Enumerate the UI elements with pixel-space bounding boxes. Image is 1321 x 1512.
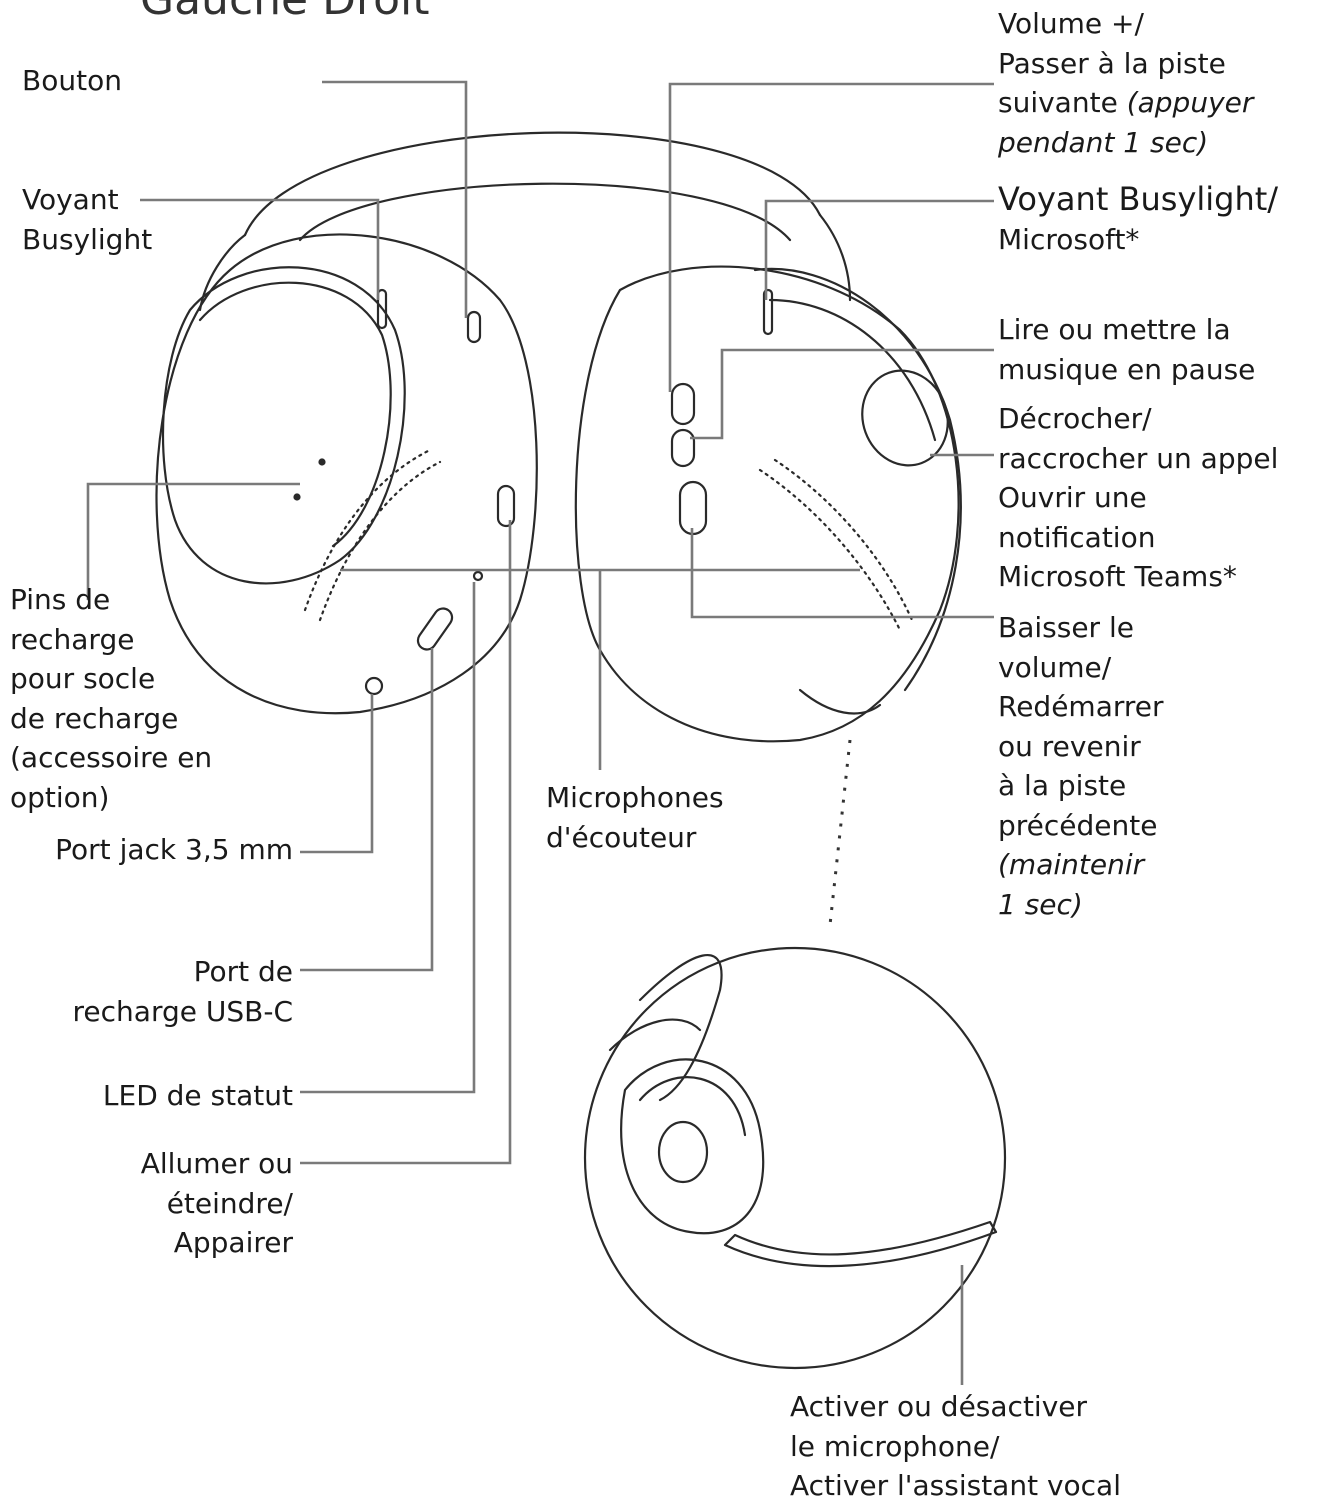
- label-line: Port jack 3,5 mm: [55, 833, 293, 866]
- label-line: 1 sec): [998, 887, 1083, 921]
- right-busylight: [762, 288, 774, 336]
- leader-power: [300, 520, 512, 1165]
- label-italic: (appuyer: [1126, 86, 1254, 119]
- boom-detail-circle: [583, 946, 1007, 1370]
- inset-connector: [828, 739, 852, 926]
- label-line: éteindre/: [166, 1186, 293, 1220]
- label-line: Passer à la piste: [998, 46, 1226, 80]
- leader-volume-plus: [668, 82, 994, 392]
- label-text: suivante: [998, 86, 1127, 119]
- label-line: (maintenir: [998, 848, 1145, 881]
- diagram-title: Gauche Droit: [140, 0, 429, 22]
- label-line: Volume +/: [998, 7, 1144, 40]
- label-volume-plus: Volume +/ Passer à la piste suivante (ap…: [998, 4, 1253, 162]
- label-line: Pins de: [10, 583, 111, 616]
- label-line: de recharge: [10, 701, 179, 735]
- label-line: (accessoire en: [10, 741, 213, 774]
- label-line: suivante (appuyer: [998, 83, 1253, 123]
- label-line: à la piste: [998, 769, 1127, 802]
- jack-port: [364, 676, 384, 696]
- label-baisser-volume: Baisser le volume/ Redémarrer ou revenir…: [998, 608, 1164, 924]
- label-line: Bouton: [22, 64, 122, 97]
- label-port-jack: Port jack 3,5 mm: [55, 830, 293, 870]
- leader-bouton: [322, 80, 468, 318]
- label-line: notification: [998, 520, 1156, 554]
- left-busylight: [376, 288, 388, 330]
- left-earcup-housing: [155, 233, 538, 715]
- leader-pins: [86, 482, 300, 600]
- leader-jack: [300, 694, 374, 854]
- label-line: Baisser le: [998, 611, 1134, 644]
- label-line: Voyant: [22, 183, 119, 216]
- label-line: Microsoft*: [998, 222, 1140, 256]
- label-line: recharge: [10, 622, 135, 656]
- label-line: Activer ou désactiver: [790, 1390, 1088, 1423]
- label-line: option): [10, 780, 110, 814]
- label-microphones: Microphones d'écouteur: [546, 778, 724, 857]
- label-line: Activer l'assistant vocal: [790, 1469, 1121, 1502]
- leader-volume-down: [690, 528, 994, 619]
- label-line: pour socle: [10, 662, 156, 695]
- label-decrocher: Décrocher/ raccrocher un appel Ouvrir un…: [998, 399, 1278, 597]
- label-line: d'écouteur: [546, 820, 697, 854]
- volume-down-button: [678, 480, 708, 536]
- label-line: le microphone/: [790, 1429, 1000, 1463]
- label-port-usbc: Port de recharge USB-C: [73, 952, 293, 1031]
- status-led: [472, 570, 484, 582]
- label-line: Voyant Busylight/: [998, 180, 1279, 218]
- label-line: précédente: [998, 808, 1158, 842]
- label-led-statut: LED de statut: [103, 1076, 293, 1116]
- label-line: Décrocher/: [998, 402, 1152, 435]
- label-voyant-busylight-left: Voyant Busylight: [22, 180, 152, 259]
- label-line: Ouvrir une: [998, 481, 1147, 514]
- boom-arm: [723, 1220, 998, 1268]
- label-voyant-busylight-right: Voyant Busylight/ Microsoft*: [998, 180, 1278, 259]
- label-line: volume/: [998, 650, 1112, 684]
- label-line: LED de statut: [102, 1079, 293, 1112]
- right-earcup-face: [753, 267, 962, 692]
- headband-outer: [243, 131, 822, 237]
- label-line: raccrocher un appel: [998, 441, 1279, 475]
- leader-led: [300, 582, 476, 1094]
- label-line: Port de: [193, 955, 293, 988]
- label-line: Microphones: [546, 781, 724, 814]
- label-line: pendant 1 sec): [998, 125, 1209, 159]
- right-earcup-housing: [574, 265, 960, 743]
- right-earcup-button: [861, 369, 949, 467]
- label-line: musique en pause: [998, 352, 1256, 386]
- label-line: Busylight: [22, 222, 153, 256]
- label-line: Microsoft Teams*: [998, 560, 1237, 593]
- usb-c-port: [416, 607, 454, 651]
- label-pins-recharge: Pins de recharge pour socle de recharge …: [10, 580, 212, 817]
- leader-usbc: [300, 648, 434, 972]
- label-bouton: Bouton: [22, 61, 122, 101]
- play-pause-button: [670, 428, 696, 468]
- label-line: ou revenir: [998, 729, 1141, 763]
- volume-up-button: [670, 382, 696, 426]
- label-allumer: Allumer ou éteindre/ Appairer: [141, 1144, 293, 1263]
- label-line: Appairer: [173, 1226, 293, 1259]
- leader-play: [690, 348, 994, 440]
- power-slider: [496, 484, 516, 528]
- left-earcup-face: [161, 266, 406, 585]
- label-lire-musique: Lire ou mettre la musique en pause: [998, 310, 1255, 389]
- headband-inner: [298, 182, 792, 242]
- leader-voyant-left: [140, 198, 380, 300]
- label-line: Redémarrer: [998, 690, 1164, 723]
- label-line: Allumer ou: [140, 1147, 293, 1180]
- label-activer-micro: Activer ou désactiver le microphone/ Act…: [790, 1387, 1121, 1506]
- label-line: Lire ou mettre la: [998, 313, 1231, 346]
- left-button: [466, 310, 482, 344]
- leader-voyant-right: [764, 199, 994, 300]
- label-line: recharge USB-C: [72, 994, 293, 1028]
